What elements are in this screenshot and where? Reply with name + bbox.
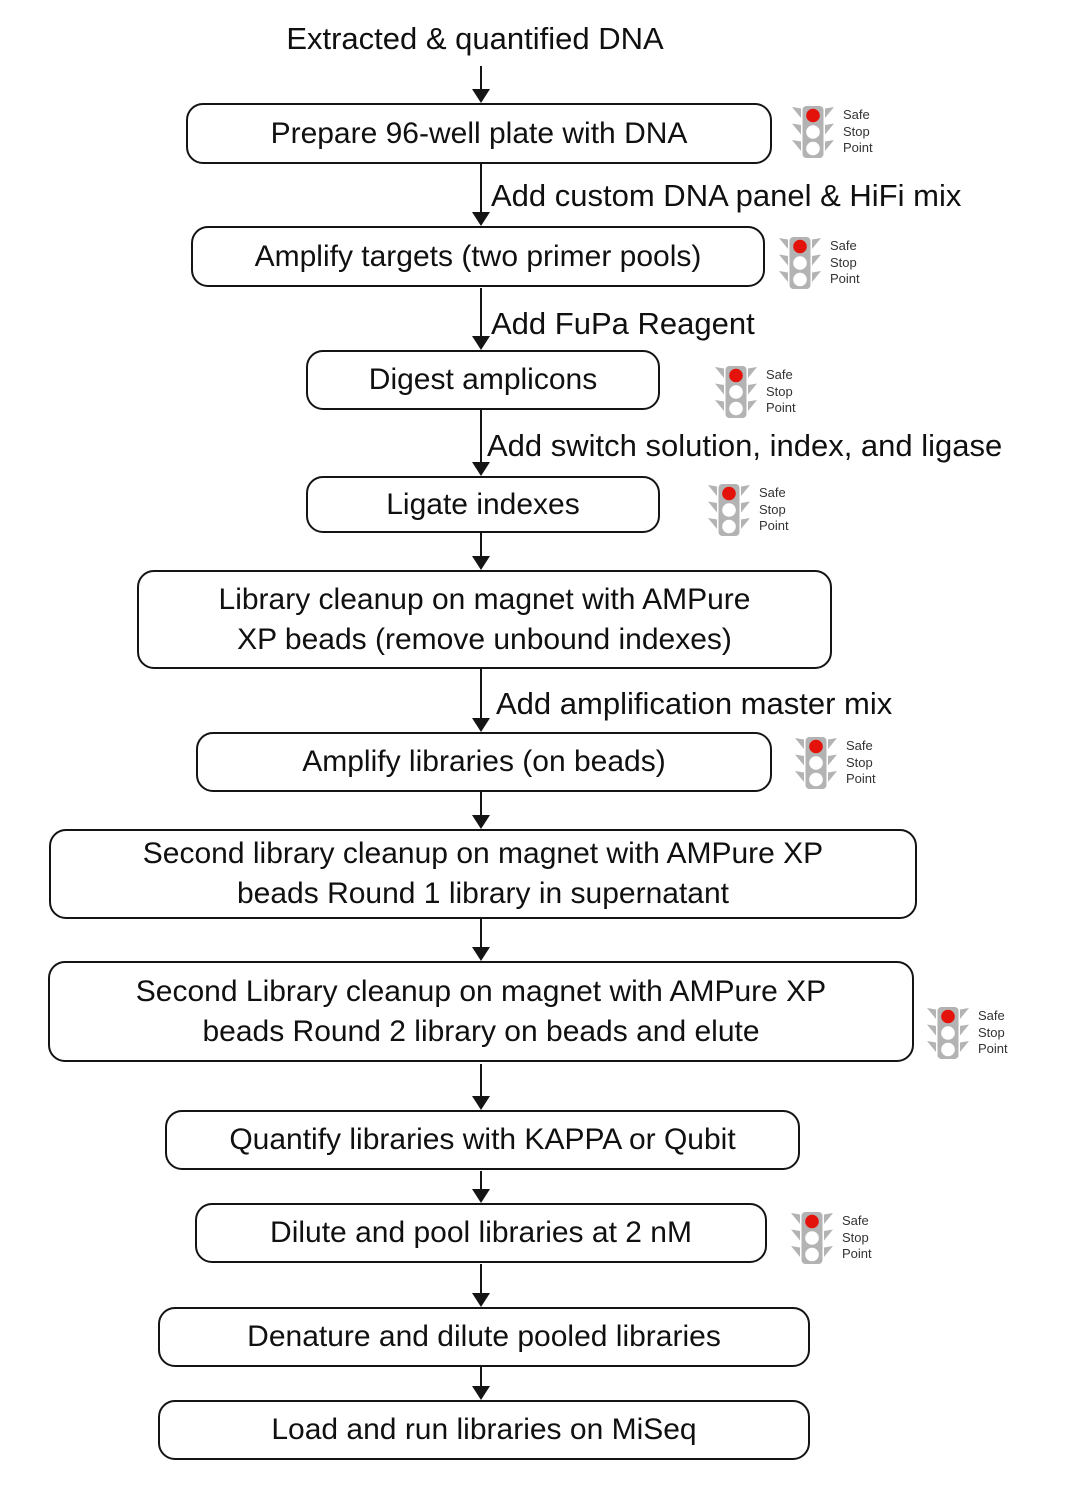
step-label: XP beads (remove unbound indexes) — [237, 622, 732, 656]
flow-arrow — [472, 919, 490, 961]
step-ligate-indexes: Ligate indexes — [306, 476, 660, 533]
flow-arrow — [472, 533, 490, 570]
step-label: Second library cleanup on magnet with AM… — [142, 837, 824, 870]
flow-arrow — [472, 1367, 490, 1400]
step-label: Denature and dilute pooled libraries — [247, 1320, 721, 1353]
flow-arrow — [472, 288, 490, 350]
stoplight-icon — [795, 737, 837, 789]
step-label: Amplify targets (two primer pools) — [254, 239, 702, 273]
edge-label-add-custom-dna-panel: Add custom DNA panel & HiFi mix — [491, 178, 962, 213]
flow-arrow — [472, 792, 490, 829]
step-load-run-miseq: Load and run libraries on MiSeq — [158, 1400, 810, 1460]
step-label: beads Round 1 library in supernatant — [237, 877, 729, 910]
diagram-title: Extracted & quantified DNA — [286, 21, 664, 56]
step-amplify-libraries: Amplify libraries (on beads) — [196, 732, 772, 792]
step-quantify-libraries: Quantify libraries with KAPPA or Qubit — [165, 1110, 800, 1170]
flow-arrow — [472, 1171, 490, 1203]
flow-arrow — [472, 1064, 490, 1110]
step-label: Library cleanup on magnet with AMPure — [218, 582, 751, 616]
edge-label-add-switch-solution: Add switch solution, index, and ligase — [487, 428, 1003, 463]
step-label: Prepare 96-well plate with DNA — [270, 116, 688, 150]
step-label: Dilute and pool libraries at 2 nM — [270, 1216, 692, 1249]
step-label: Ligate indexes — [386, 487, 580, 521]
step-amplify-targets: Amplify targets (two primer pools) — [191, 226, 765, 287]
step-second-cleanup-round1: Second library cleanup on magnet with AM… — [49, 829, 917, 919]
flow-arrow — [472, 1264, 490, 1307]
stoplight-icon — [927, 1007, 969, 1059]
step-digest-amplicons: Digest amplicons — [306, 350, 660, 410]
step-label: Digest amplicons — [368, 363, 598, 396]
step-library-cleanup: Library cleanup on magnet with AMPure XP… — [137, 570, 832, 669]
step-dilute-pool: Dilute and pool libraries at 2 nM — [195, 1203, 767, 1263]
flow-arrow — [472, 164, 490, 226]
step-label: Load and run libraries on MiSeq — [271, 1413, 697, 1446]
stoplight-icon — [792, 106, 834, 158]
step-second-cleanup-round2: Second Library cleanup on magnet with AM… — [48, 961, 914, 1062]
step-label: beads Round 2 library on beads and elute — [202, 1014, 760, 1048]
stoplight-icon — [708, 484, 750, 536]
step-prepare-plate: Prepare 96-well plate with DNA — [186, 103, 772, 164]
step-label: Second Library cleanup on magnet with AM… — [135, 974, 827, 1008]
edge-label-add-fupa-reagent: Add FuPa Reagent — [491, 306, 755, 341]
step-label: Quantify libraries with KAPPA or Qubit — [229, 1123, 736, 1156]
edge-label-add-amplification-mix: Add amplification master mix — [496, 686, 893, 721]
flow-arrow — [472, 669, 490, 732]
flow-arrow — [472, 66, 490, 103]
stoplight-icon — [715, 366, 757, 418]
step-label: Amplify libraries (on beads) — [302, 745, 666, 778]
stoplight-icon — [779, 237, 821, 289]
stoplight-icon — [791, 1212, 833, 1264]
flow-arrow — [472, 410, 490, 476]
step-denature-dilute: Denature and dilute pooled libraries — [158, 1307, 810, 1367]
